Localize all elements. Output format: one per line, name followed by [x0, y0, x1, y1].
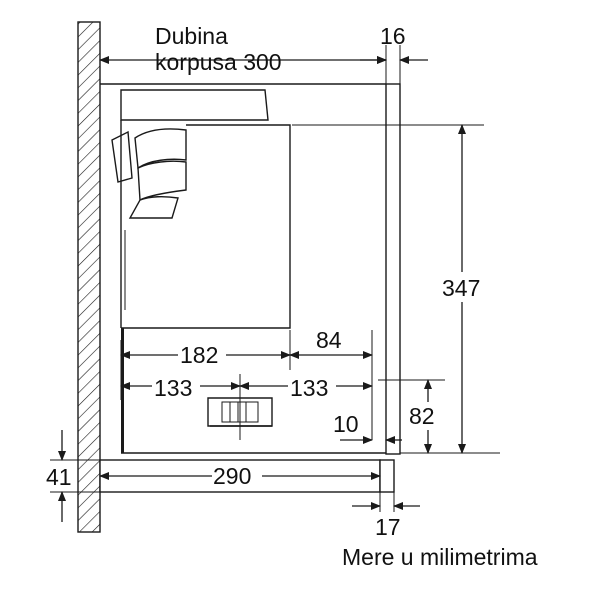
- offset-17-label: 17: [375, 514, 401, 540]
- units-note: Mere u milimetrima: [342, 544, 538, 570]
- height-82-label: 82: [409, 403, 435, 429]
- width-133-right-label: 133: [290, 375, 328, 401]
- shelf-290-label: 290: [213, 463, 251, 489]
- depth-label-line2: korpusa 300: [155, 49, 282, 75]
- width-182-label: 182: [180, 342, 218, 368]
- shelf-41-label: 41: [46, 464, 72, 490]
- gap-10-label: 10: [333, 411, 359, 437]
- width-133-left-label: 133: [154, 375, 192, 401]
- hood-body: [111, 89, 484, 329]
- width-84-label: 84: [316, 327, 342, 353]
- wall: [77, 21, 101, 533]
- depth-label-line1: Dubina: [155, 23, 228, 49]
- panel-thickness-label: 16: [380, 23, 406, 49]
- cabinet-front-panel: [385, 83, 401, 455]
- height-total-label: 347: [442, 275, 480, 301]
